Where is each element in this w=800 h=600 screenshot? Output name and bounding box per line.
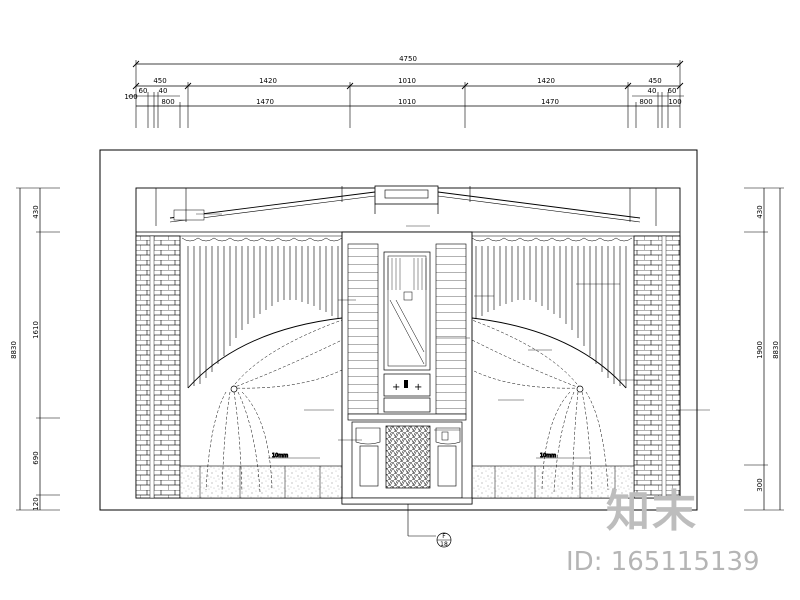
dim-row2-40: 40 bbox=[159, 87, 168, 95]
left-dim-430: 430 bbox=[32, 205, 40, 218]
left-dimensions: 8830 430 1610 690 120 bbox=[10, 187, 60, 511]
section-tag-bottom: 18 bbox=[440, 541, 448, 548]
dim-row2-r60: 60 bbox=[668, 87, 677, 95]
dim-row1-a: 450 bbox=[153, 77, 166, 85]
annotation-leaders bbox=[196, 213, 710, 441]
brick-pillar-right bbox=[633, 235, 681, 499]
right-dimensions: 8830 430 1900 300 bbox=[744, 187, 784, 511]
left-dim-690: 690 bbox=[32, 451, 40, 464]
dim-row1-d: 1420 bbox=[537, 77, 555, 85]
dim-row3-1470: 1470 bbox=[256, 98, 274, 106]
dim-row3-800b: 800 bbox=[639, 98, 652, 106]
top-dimensions: 4750 450 1420 1010 1420 450 bbox=[124, 55, 684, 128]
svg-text:+: + bbox=[392, 382, 400, 393]
watermark-logo: 知末 bbox=[606, 486, 698, 537]
dim-overall: 4750 bbox=[399, 55, 417, 63]
section-tag: F 18 bbox=[407, 504, 452, 548]
dim-row1-c: 1010 bbox=[398, 77, 416, 85]
right-dim-300: 300 bbox=[756, 478, 764, 491]
brick-pillar-left bbox=[135, 235, 181, 499]
left-dim-120: 120 bbox=[32, 497, 40, 510]
left-dim-overall: 8830 bbox=[10, 341, 18, 359]
dim-row3-1470b: 1470 bbox=[541, 98, 559, 106]
section-tag-top: F bbox=[442, 533, 446, 540]
curtain-right-label: 10mm bbox=[540, 453, 556, 459]
left-dim-1610: 1610 bbox=[32, 321, 40, 339]
right-dim-430: 430 bbox=[756, 205, 764, 218]
dim-row2-r40: 40 bbox=[648, 87, 657, 95]
dim-row2-60: 60 bbox=[139, 87, 148, 95]
watermark-id: ID: 165115139 bbox=[566, 547, 760, 577]
dim-row3-800: 800 bbox=[161, 98, 174, 106]
center-unit: + + bbox=[341, 231, 473, 505]
curtain-right: 10mm bbox=[471, 246, 627, 493]
dim-row3-100: 100 bbox=[668, 98, 681, 106]
right-dim-1900: 1900 bbox=[756, 341, 764, 359]
curtain-left-label: 10mm bbox=[272, 453, 288, 459]
watermark: 知末 ID: 165115139 bbox=[566, 486, 760, 577]
curtain-left: 10mm bbox=[187, 246, 343, 493]
dim-row1-e: 450 bbox=[648, 77, 661, 85]
dim-row3-1010: 1010 bbox=[398, 98, 416, 106]
right-dim-overall: 8830 bbox=[772, 341, 780, 359]
svg-text:+: + bbox=[414, 382, 422, 393]
dim-row2-100: 100 bbox=[124, 93, 137, 101]
dim-row1-b: 1420 bbox=[259, 77, 277, 85]
